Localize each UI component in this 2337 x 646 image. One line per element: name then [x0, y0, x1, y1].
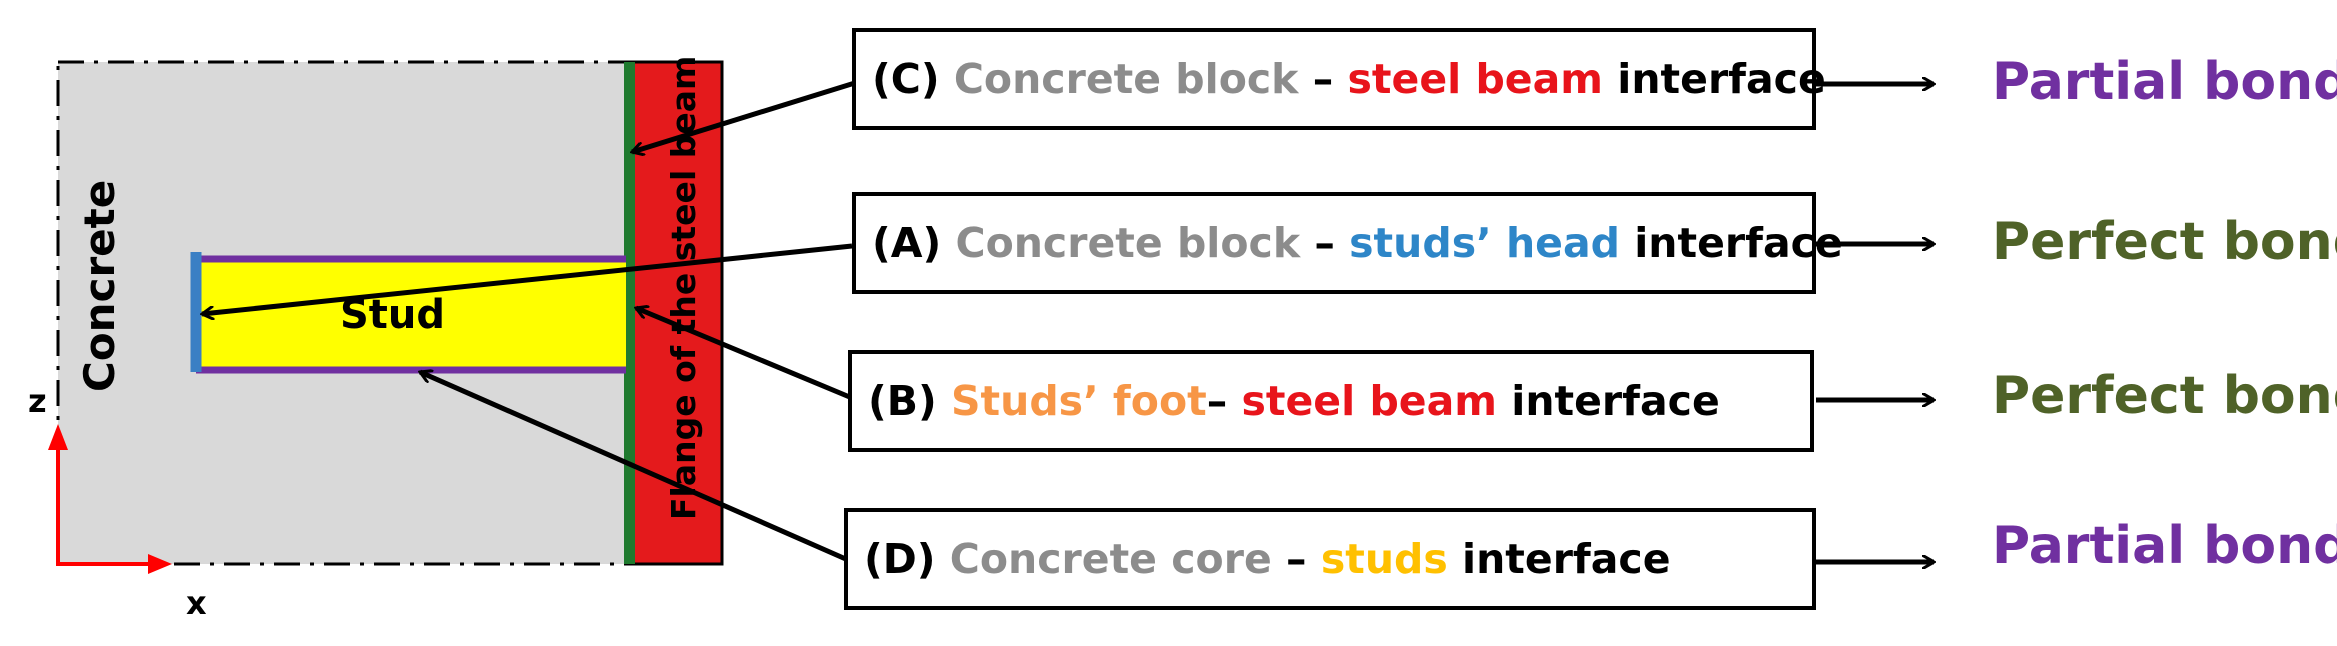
interface-d-part-2: Concrete core	[949, 535, 1272, 583]
z-axis-arrowhead	[48, 424, 68, 450]
interface-a-part-5: interface	[1619, 219, 1843, 267]
interface-box-d: (D) Concrete core – studs interface	[844, 508, 1816, 610]
interface-b-part-5: interface	[1497, 377, 1720, 425]
interface-c-part-3: –	[1298, 55, 1348, 103]
interface-d-part-3: –	[1271, 535, 1321, 583]
interface-d-part-5: interface	[1447, 535, 1671, 583]
interface-c-part-2: Concrete block	[953, 55, 1299, 103]
interface-c-part-4: steel beam	[1347, 55, 1604, 103]
interface-box-c: (C) Concrete block – steel beam interfac…	[852, 28, 1826, 130]
arrow-c-to-flange-interface	[632, 79, 859, 152]
result-b: Perfect bond	[1992, 366, 2337, 426]
flange-label: Flange of the steel beam	[664, 56, 703, 520]
result-c: Partial bond	[1992, 52, 2337, 112]
z-axis-label: z	[28, 382, 47, 420]
interface-b-part-4: steel beam	[1241, 377, 1498, 425]
interface-c-part-5: interface	[1603, 55, 1826, 103]
interface-a-part-2: Concrete block	[955, 219, 1301, 267]
interface-b-part-1: (B)	[868, 377, 952, 425]
interface-d-part-1: (D)	[864, 535, 950, 583]
interface-a-part-1: (A)	[872, 219, 956, 267]
interface-b-part-2: Studs’ foot	[951, 377, 1207, 425]
interface-b-part-3: –	[1206, 377, 1242, 425]
result-a: Perfect bond	[1992, 212, 2337, 272]
arrow-d-to-stud-outline	[420, 372, 850, 563]
x-axis-label: x	[186, 584, 207, 622]
arrow-b-to-stud-foot	[636, 308, 853, 401]
interface-d-part-4: studs	[1320, 535, 1448, 583]
arrow-a-to-stud-head	[202, 243, 853, 314]
interface-c-part-1: (C)	[872, 55, 954, 103]
flange-interface-edge	[624, 62, 635, 564]
interface-box-b: (B) Studs’ foot– steel beam interface	[848, 350, 1814, 452]
interface-box-a: (A) Concrete block – studs’ head interfa…	[852, 192, 1843, 294]
result-d: Partial bond	[1992, 516, 2337, 576]
x-axis-arrowhead	[148, 554, 172, 574]
concrete-label: Concrete	[75, 180, 124, 392]
interface-a-part-4: studs’ head	[1349, 219, 1620, 267]
interface-a-part-3: –	[1300, 219, 1350, 267]
